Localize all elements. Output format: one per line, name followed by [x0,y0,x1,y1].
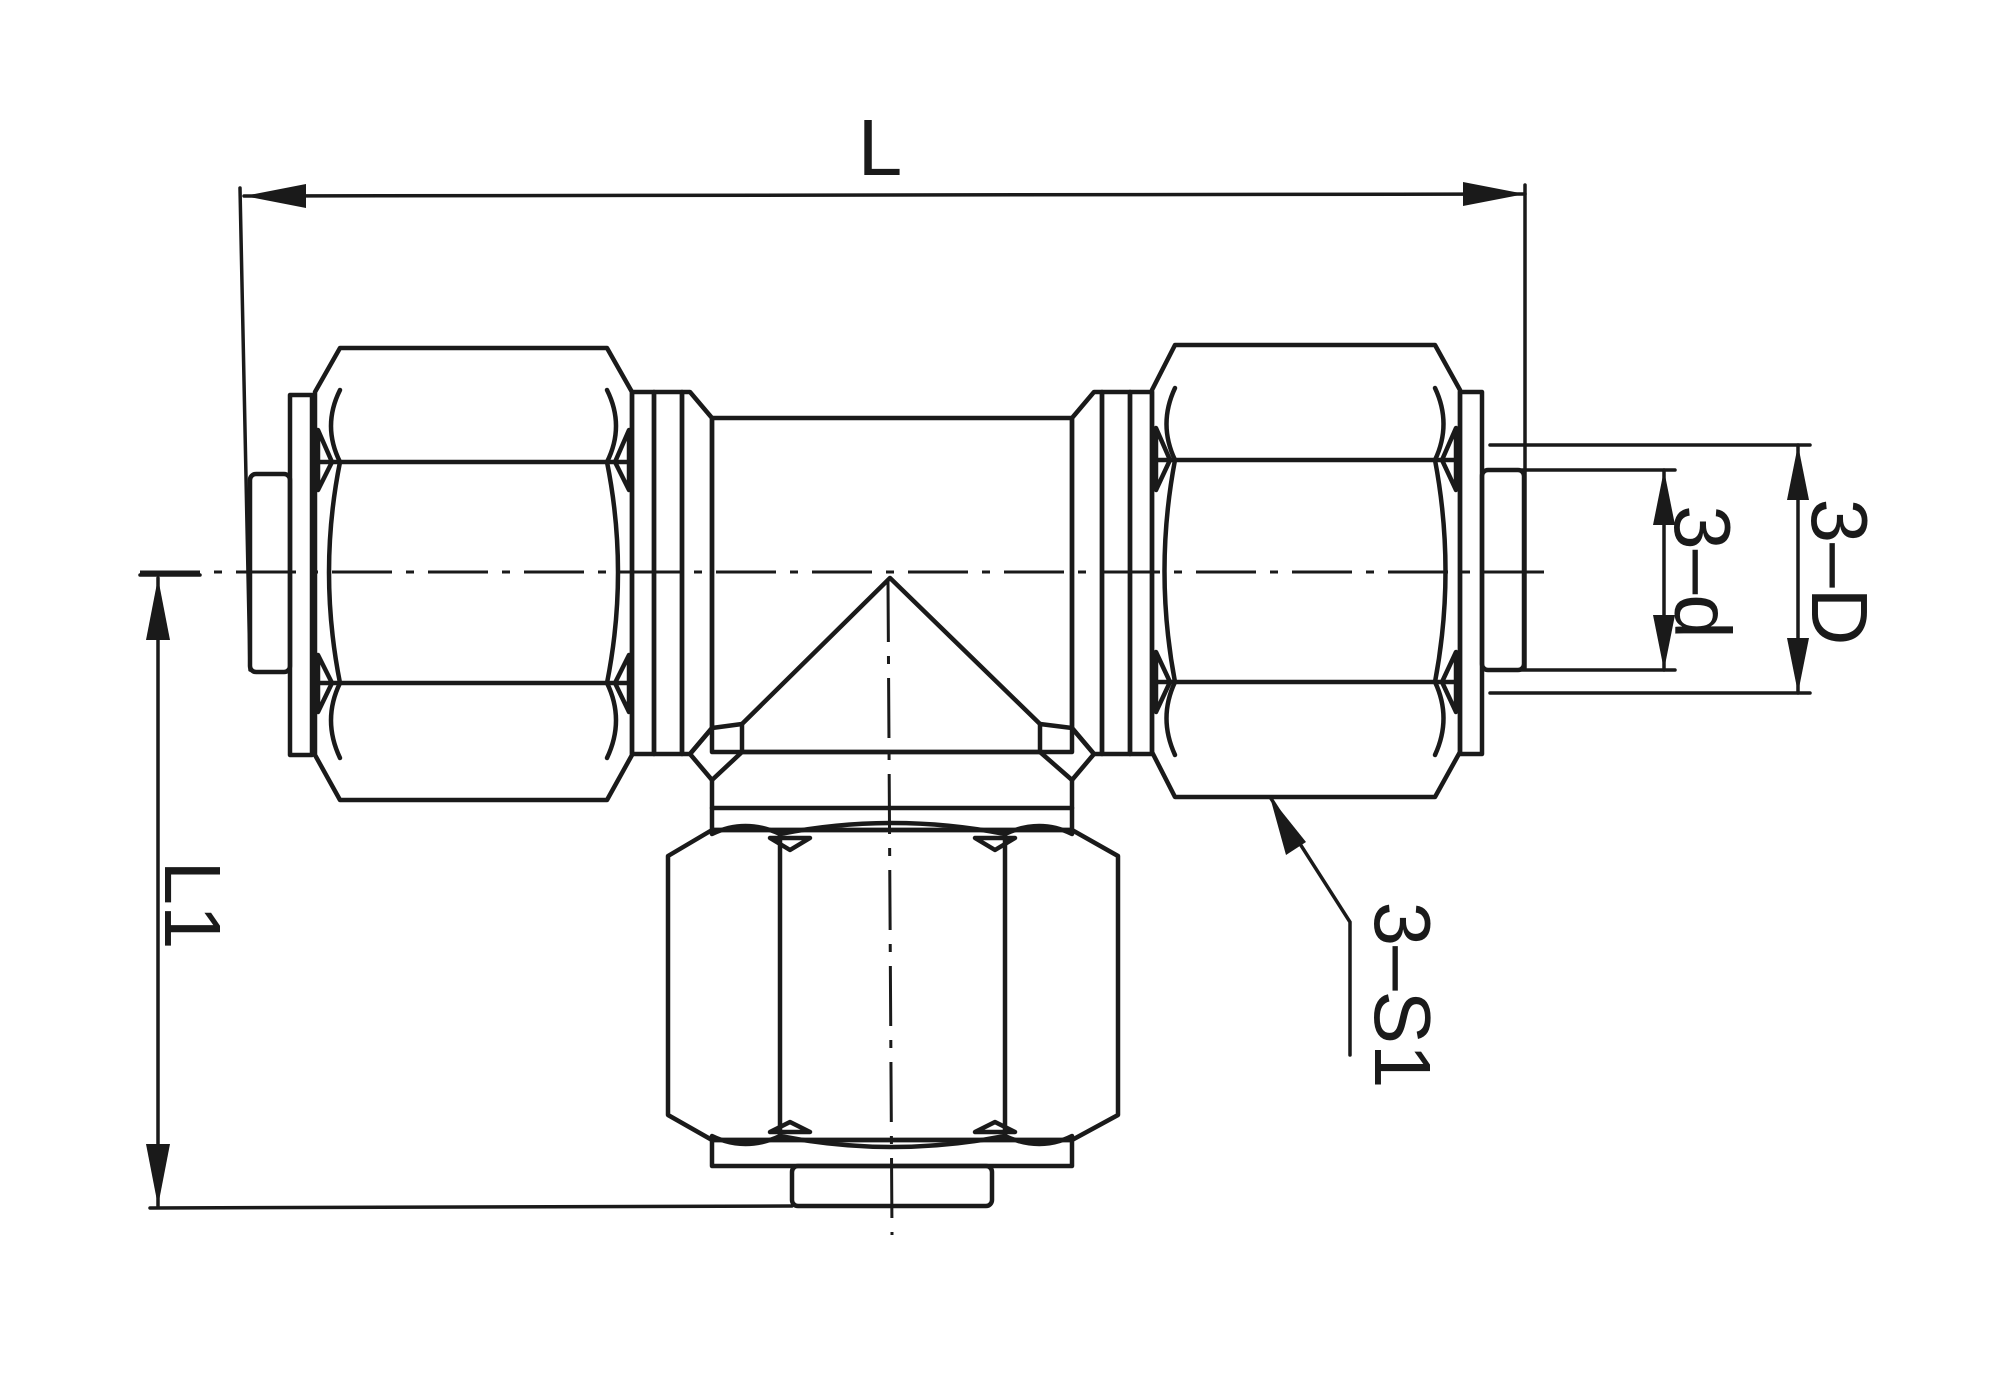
dimension-l1 [138,573,794,1210]
bottom-hex-body [665,827,1121,1143]
label-l: L [858,103,903,192]
internal-bore [739,575,1043,727]
dimension-3-d [1488,468,1677,672]
right-hex-body [1149,342,1463,800]
dimension-3-big-d [1488,443,1812,695]
right-pipe-stub [1479,467,1527,673]
dimension-l1-arrow-top [146,578,170,640]
right-nut [1149,342,1527,800]
dimension-l-arrow-left [244,184,306,208]
right-body-shoulder [1069,389,1105,757]
bottom-nut [665,820,1121,1150]
left-hex-body [312,345,635,803]
dimension-l1-arrow-bottom [146,1144,170,1206]
dimension-l [238,182,1527,672]
left-washer [287,392,315,758]
label-l1: L1 [148,861,237,950]
label-3-big-d: 3–D [1795,499,1884,646]
label-3-s1: 3–S1 [1358,902,1447,1089]
bottom-pipe-stub [789,1163,995,1209]
dimension-l-line [242,192,1527,198]
vertical-centerline [886,581,894,1236]
label-3-d: 3–d [1658,505,1747,638]
dimension-l-arrow-right [1463,182,1525,206]
leader-3-s1 [1268,795,1352,1057]
left-nut [247,345,635,803]
